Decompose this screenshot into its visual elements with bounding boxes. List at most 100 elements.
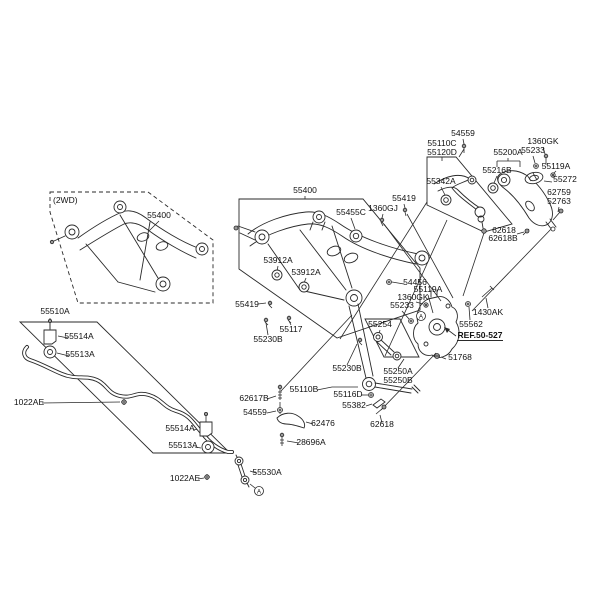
crossmember-group-box [238,198,421,339]
part-label-55419-top: 55419 [392,193,416,203]
part-label-55514a-upper: 55514A [64,331,94,341]
part-label-1022ae-upper: 1022AE [14,397,45,407]
part-label-55514a-lower: 55514A [165,423,195,433]
part-label-54559-bottom: 54559 [243,407,267,417]
washer-icon [423,302,429,308]
pin-bolt-1430ak-icon [481,285,495,298]
part-labels: (2WD) 55400 55510A 55400 55455C 1360GJ 5… [14,128,577,483]
part-label-62618-upper: 62618 [492,225,516,235]
circle-callout-a: A [254,486,264,496]
bracket-55382-icon [372,398,386,409]
svg-text:A: A [419,315,423,321]
assist-arm-drawing [373,332,402,361]
bushing-icon [201,440,215,454]
ref-callout-arrow [444,327,503,342]
part-label-55250b: 55250B [383,375,413,385]
part-label-55382: 55382 [342,400,366,410]
bushing-icon [497,173,511,187]
bolt-icon [522,228,530,236]
knuckle-hardware-icons [263,279,495,359]
bushing-icon [362,377,376,391]
bushing-53912a-icon [271,269,283,281]
part-label-62759: 62759 [547,187,571,197]
rear-knuckle-drawing [413,289,460,358]
bushing-icon [392,351,402,361]
part-label-1430ak: 1430AK [473,307,504,317]
part-label-53912a-2: 53912A [291,267,321,277]
part-label-55119a-top: 55119A [542,161,571,171]
washer-icon [550,172,556,178]
part-label-1360gj: 1360GJ [368,203,398,213]
stabilizer-link-55530a-icon [234,454,250,488]
nut-icon [368,392,374,398]
part-label-55233-mid: 55233 [390,300,414,310]
part-label-55230b-left: 55230B [253,334,283,344]
bolt-icon [279,432,285,446]
bolt-icon [461,143,467,153]
part-label-62618b: 62618B [488,233,518,243]
stabilizer-bar-drawing [22,318,250,488]
part-label-55233-top: 55233 [521,145,545,155]
stay-bracket-62476-icon [276,412,306,429]
part-label-28696a: 28696A [296,437,326,447]
washer-icon [277,407,283,413]
bushing-55455c-icon [349,229,363,243]
assist-arm-group-box [364,318,420,358]
part-label-55562: 55562 [459,319,483,329]
bushing-53912a-icon [298,281,310,293]
bolt-icon [263,317,269,326]
part-label-55455c: 55455C [336,207,366,217]
bottom-hardware-icons [276,384,387,446]
part-label-55530a: 55530A [252,467,282,477]
part-label-1022ae-lower: 1022AE [170,473,201,483]
part-label-52763: 52763 [547,196,571,206]
bushing-icons-center [271,229,363,293]
leader-lines [41,138,560,489]
lower-control-arm-drawing [487,170,557,232]
part-label-55117: 55117 [279,324,302,334]
part-label-55216b: 55216B [482,165,512,175]
ball-joint-icon [474,206,487,234]
part-label-62617b: 62617B [239,393,269,403]
bolt-icon [375,404,387,415]
part-label-55419-left: 55419 [235,299,259,309]
part-label-62618-bottom: 62618 [370,419,394,429]
bushing-icon [373,332,383,342]
circle-callout-a: A [416,311,426,321]
bushing-icon [43,345,57,359]
part-label-55119a-mid: 55119A [414,284,443,294]
bolt-icon [543,153,549,165]
bolt-icon [434,353,440,359]
svg-text:A: A [257,490,261,496]
washer-icon [386,279,392,285]
part-label-1360gk-mid: 1360GK [397,292,429,302]
part-label-54559-top: 54559 [451,128,475,138]
clamp-icon [199,411,213,437]
2wd-variant-box [49,191,214,304]
nut-icon [533,163,539,169]
part-label-55400: 55400 [293,185,317,195]
bolt-icon [286,315,292,324]
washer-icon [465,301,471,307]
bolt-icon [121,399,127,405]
part-label-55110b: 55110B [290,384,319,394]
part-label-54456: 54456 [403,277,427,287]
bolt-icon [379,217,385,227]
bolt-icon [357,337,363,346]
part-label-55513a-lower: 55513A [168,440,198,450]
part-label-55400-2wd: 55400 [147,210,171,220]
part-label-55230b-right: 55230B [332,363,362,373]
ref-label-50-527: REF.50-527 [458,330,503,340]
part-label-55510a: 55510A [40,306,70,316]
spring-seat-icon [524,171,544,185]
part-label-55254: 55254 [368,319,392,329]
part-label-55200a: 55200A [493,147,523,157]
nut-icon [408,318,414,324]
bushing-55342a-icon [440,194,452,206]
trailing-rod-drawing [362,377,421,409]
part-label-62476: 62476 [311,418,335,428]
upper-arm-group-box [426,156,513,233]
bushing-icon [467,175,477,185]
part-label-51768: 51768 [448,352,472,362]
